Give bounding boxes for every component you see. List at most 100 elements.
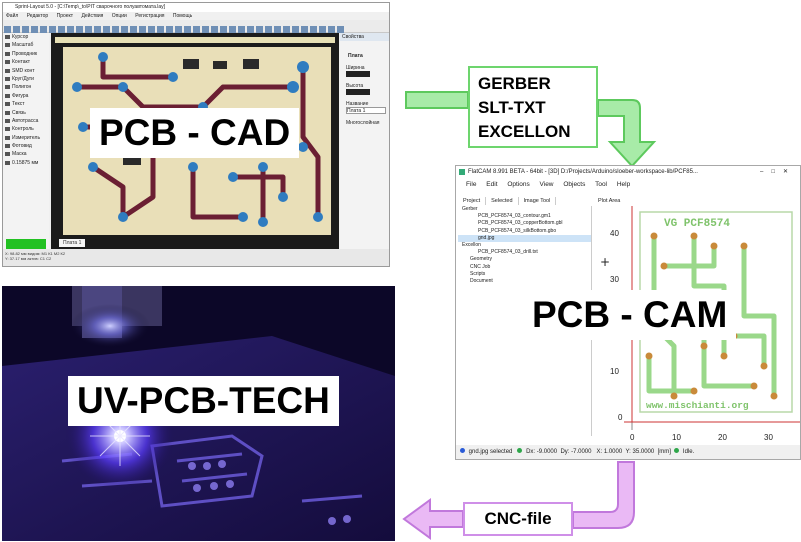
- toolbar-icon[interactable]: [103, 26, 110, 33]
- flatcam-statusbar: gnd.jpg selected Dx: -9.0000 Dy: -7.0000…: [456, 445, 800, 459]
- toolbar-icon[interactable]: [139, 26, 146, 33]
- tool-item[interactable]: Фигура: [3, 92, 49, 100]
- tool-item[interactable]: Полигон: [3, 83, 49, 91]
- toolbar-icon[interactable]: [274, 26, 281, 33]
- toolbar-icon[interactable]: [22, 26, 29, 33]
- tree-item[interactable]: PCB_PCF8574_03_copperBottom.gbl: [478, 220, 563, 227]
- status-y: Y: 35.0000: [625, 449, 655, 455]
- tool-item[interactable]: Курсор: [3, 33, 49, 41]
- toolbar-icon[interactable]: [13, 26, 20, 33]
- toolbar-icon[interactable]: [58, 26, 65, 33]
- toolbar-icon[interactable]: [157, 26, 164, 33]
- tree-item[interactable]: PCB_PCF8574_03_silkBottom.gbo: [478, 227, 557, 234]
- tree-item[interactable]: Scripts: [470, 270, 486, 277]
- sprint-menu-item[interactable]: Действия: [81, 13, 104, 19]
- sprint-menu-item[interactable]: Редактор: [26, 13, 49, 19]
- sprint-menu-item[interactable]: Файл: [6, 13, 19, 19]
- toolbar-icon[interactable]: [211, 26, 218, 33]
- tool-item[interactable]: Текст: [3, 100, 49, 108]
- tree-item[interactable]: PCB_PCF8574_03_contour.gm1: [478, 213, 551, 220]
- toolbar-icon[interactable]: [193, 26, 200, 33]
- tab-image-tool[interactable]: Image Tool: [519, 197, 557, 205]
- toolbar-icon[interactable]: [40, 26, 47, 33]
- status-x: X: 98.82 мм: [5, 251, 27, 256]
- tree-item[interactable]: Excellon: [462, 241, 481, 248]
- tool-item[interactable]: Масштаб: [3, 41, 49, 49]
- toolbar-icon[interactable]: [94, 26, 101, 33]
- tool-item[interactable]: Проводник: [3, 50, 49, 58]
- flatcam-menu-item[interactable]: View: [539, 181, 554, 188]
- name-field[interactable]: Плата 1: [346, 107, 386, 114]
- sprint-menu-item[interactable]: Регистрация: [135, 13, 165, 19]
- flatcam-menu-item[interactable]: Edit: [486, 181, 498, 188]
- toolbar-icon[interactable]: [301, 26, 308, 33]
- width-field[interactable]: [346, 71, 370, 77]
- sprint-menu: Файл Редактор Проект Действия Опции Реги…: [3, 12, 389, 20]
- multilayer-checkbox[interactable]: Многослойная: [346, 120, 380, 126]
- flatcam-menu-item[interactable]: File: [466, 181, 477, 188]
- flatcam-menu-item[interactable]: Objects: [563, 181, 586, 188]
- sprint-menu-item[interactable]: Помощь: [172, 13, 193, 19]
- flatcam-menu-item[interactable]: Help: [616, 181, 631, 188]
- toolbar-icon[interactable]: [85, 26, 92, 33]
- tool-item[interactable]: Связь: [3, 109, 49, 117]
- toolbar-icon[interactable]: [121, 26, 128, 33]
- toolbar-icon[interactable]: [220, 26, 227, 33]
- y-tick: 40: [610, 229, 619, 238]
- tree-item[interactable]: CNC Job: [470, 263, 491, 270]
- toolbar-icon[interactable]: [76, 26, 83, 33]
- tool-item[interactable]: Круг/Дуги: [3, 75, 49, 83]
- toolbar-icon[interactable]: [319, 26, 326, 33]
- window-controls[interactable]: –□✕: [760, 169, 796, 175]
- tool-item[interactable]: Фотовид: [3, 142, 49, 150]
- toolbar-icon[interactable]: [247, 26, 254, 33]
- tool-item[interactable]: Автотрасса: [3, 117, 49, 125]
- toolbar-icon[interactable]: [31, 26, 38, 33]
- tool-item[interactable]: SMD конт: [3, 67, 49, 75]
- toolbar-icon[interactable]: [184, 26, 191, 33]
- toolbar-icon[interactable]: [265, 26, 272, 33]
- board-text-bottom: www.mischianti.org: [646, 400, 749, 411]
- toolbar-icon[interactable]: [175, 26, 182, 33]
- sprint-menu-item[interactable]: Опции: [111, 13, 127, 19]
- tab-plot-area[interactable]: Plot Area: [598, 198, 621, 204]
- toolbar-icon[interactable]: [130, 26, 137, 33]
- x-tick-labels: 0 10 20 30: [630, 433, 773, 442]
- tab-project[interactable]: Project: [458, 197, 487, 205]
- tree-item[interactable]: Document: [470, 277, 493, 284]
- toolbar-icon[interactable]: [202, 26, 209, 33]
- toolbar-icon[interactable]: [229, 26, 236, 33]
- tool-item[interactable]: Маска: [3, 150, 49, 158]
- sprint-ruler: [55, 37, 335, 43]
- flatcam-menu-item[interactable]: Options: [507, 181, 530, 188]
- toolbar-icon[interactable]: [337, 26, 344, 33]
- sprint-menu-item[interactable]: Проект: [56, 13, 74, 19]
- toolbar-icon[interactable]: [256, 26, 263, 33]
- toolbar-icon[interactable]: [67, 26, 74, 33]
- flatcam-app-icon: [459, 169, 465, 175]
- toolbar-icon[interactable]: [148, 26, 155, 33]
- tool-item[interactable]: Контроль: [3, 125, 49, 133]
- tree-item[interactable]: PCB_PCF8574_03_drill.txt: [478, 249, 538, 256]
- height-field[interactable]: [346, 89, 370, 95]
- sprint-sheet-tab[interactable]: Плата 1: [59, 239, 86, 247]
- tool-item[interactable]: Контакт: [3, 58, 49, 66]
- toolbar-icon[interactable]: [292, 26, 299, 33]
- toolbar-icon[interactable]: [112, 26, 119, 33]
- toolbar-icon[interactable]: [283, 26, 290, 33]
- x-tick: 20: [718, 433, 727, 442]
- toolbar-icon[interactable]: [310, 26, 317, 33]
- toolbar-icon[interactable]: [328, 26, 335, 33]
- toolbar-icon[interactable]: [238, 26, 245, 33]
- tool-item[interactable]: Измеритель: [3, 134, 49, 142]
- tab-selected[interactable]: Selected: [486, 197, 519, 205]
- tree-item[interactable]: Geometry: [470, 256, 492, 263]
- layer-color-bar[interactable]: [6, 239, 46, 249]
- toolbar-icon[interactable]: [49, 26, 56, 33]
- toolbar-icon[interactable]: [4, 26, 11, 33]
- flatcam-menu-item[interactable]: Tool: [595, 181, 608, 188]
- tree-item[interactable]: Gerber: [462, 206, 478, 212]
- toolbar-icon[interactable]: [166, 26, 173, 33]
- tree-item-selected[interactable]: gnd.jpg: [458, 234, 591, 242]
